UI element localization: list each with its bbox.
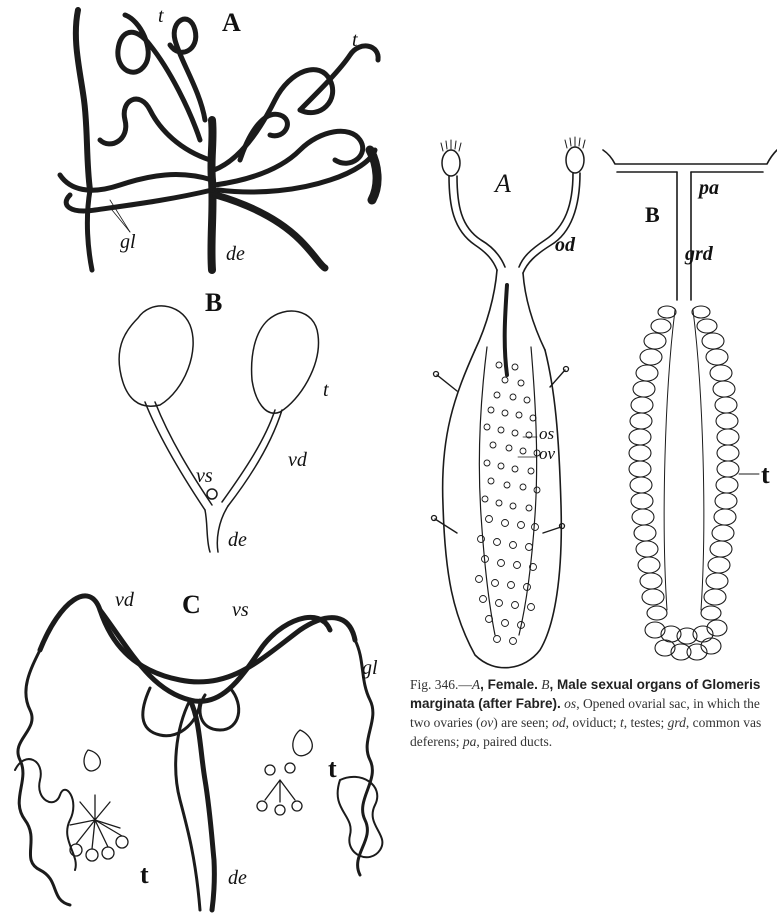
caption-od-text: , oviduct; [566, 715, 620, 730]
right-panel-b-label: B [645, 204, 660, 226]
ova-texture [476, 362, 541, 645]
left-a-label-de: de [226, 244, 245, 264]
caption-pa-text: , paired ducts. [476, 734, 552, 749]
right-a-label-ov: ov [539, 445, 555, 462]
left-panel-a-label: A [222, 10, 241, 36]
caption-t-text: , testes; [624, 715, 668, 730]
right-a-label-os: os [539, 425, 554, 442]
left-panel-c-label: C [182, 592, 201, 618]
right-b-label-grd: grd [685, 244, 713, 264]
left-panel-b-drawing [0, 290, 400, 570]
caption-od-abbr: od [552, 715, 566, 730]
left-b-label-vs: vs [196, 466, 213, 486]
left-a-label-t1: t [158, 6, 164, 26]
left-panel-b-label: B [205, 290, 222, 316]
left-panel-a-drawing [0, 0, 400, 290]
right-panel-a-drawing [415, 135, 595, 670]
left-b-label-de: de [228, 530, 247, 550]
caption-b-key: B [541, 677, 549, 692]
left-c-label-t1: t [140, 862, 149, 888]
left-b-label-vd: vd [288, 450, 307, 470]
right-panel-b: pa B grd t [595, 140, 777, 670]
right-panel-b-drawing [595, 140, 777, 670]
left-c-label-gl: gl [362, 658, 378, 678]
caption-a-key: A [472, 677, 480, 692]
caption-pa-abbr: pa [463, 734, 477, 749]
left-a-label-t2: t [352, 30, 358, 50]
left-c-label-de: de [228, 868, 247, 888]
left-b-label-t: t [323, 380, 329, 400]
testes-chain [629, 306, 739, 660]
right-b-label-pa: pa [699, 178, 719, 198]
caption-fig-no: Fig. 346.— [410, 677, 472, 692]
left-a-label-gl: gl [120, 232, 136, 252]
caption-a-text: , Female. [480, 677, 538, 692]
caption-ov-text: ) are seen; [493, 715, 552, 730]
right-a-label-od: od [555, 235, 575, 255]
left-panel-b: B t vd vs de [0, 290, 400, 570]
right-b-label-t: t [761, 462, 770, 488]
left-c-label-t2: t [328, 756, 337, 782]
left-panel-c-drawing [0, 570, 405, 915]
left-panel-c: C vd vs gl t t de [0, 570, 405, 915]
caption-grd-abbr: grd [668, 715, 686, 730]
caption-os-abbr: os [564, 696, 576, 711]
figure-caption: Fig. 346.—A, Female. B, Male sexual orga… [410, 675, 770, 751]
caption-ov-abbr: ov [480, 715, 493, 730]
left-panel-a: A t t gl de [0, 0, 400, 290]
left-c-label-vd: vd [115, 590, 134, 610]
right-panel-a-label: A [495, 171, 511, 197]
left-c-label-vs: vs [232, 600, 249, 620]
right-panel-a: A od os ov [415, 135, 595, 670]
